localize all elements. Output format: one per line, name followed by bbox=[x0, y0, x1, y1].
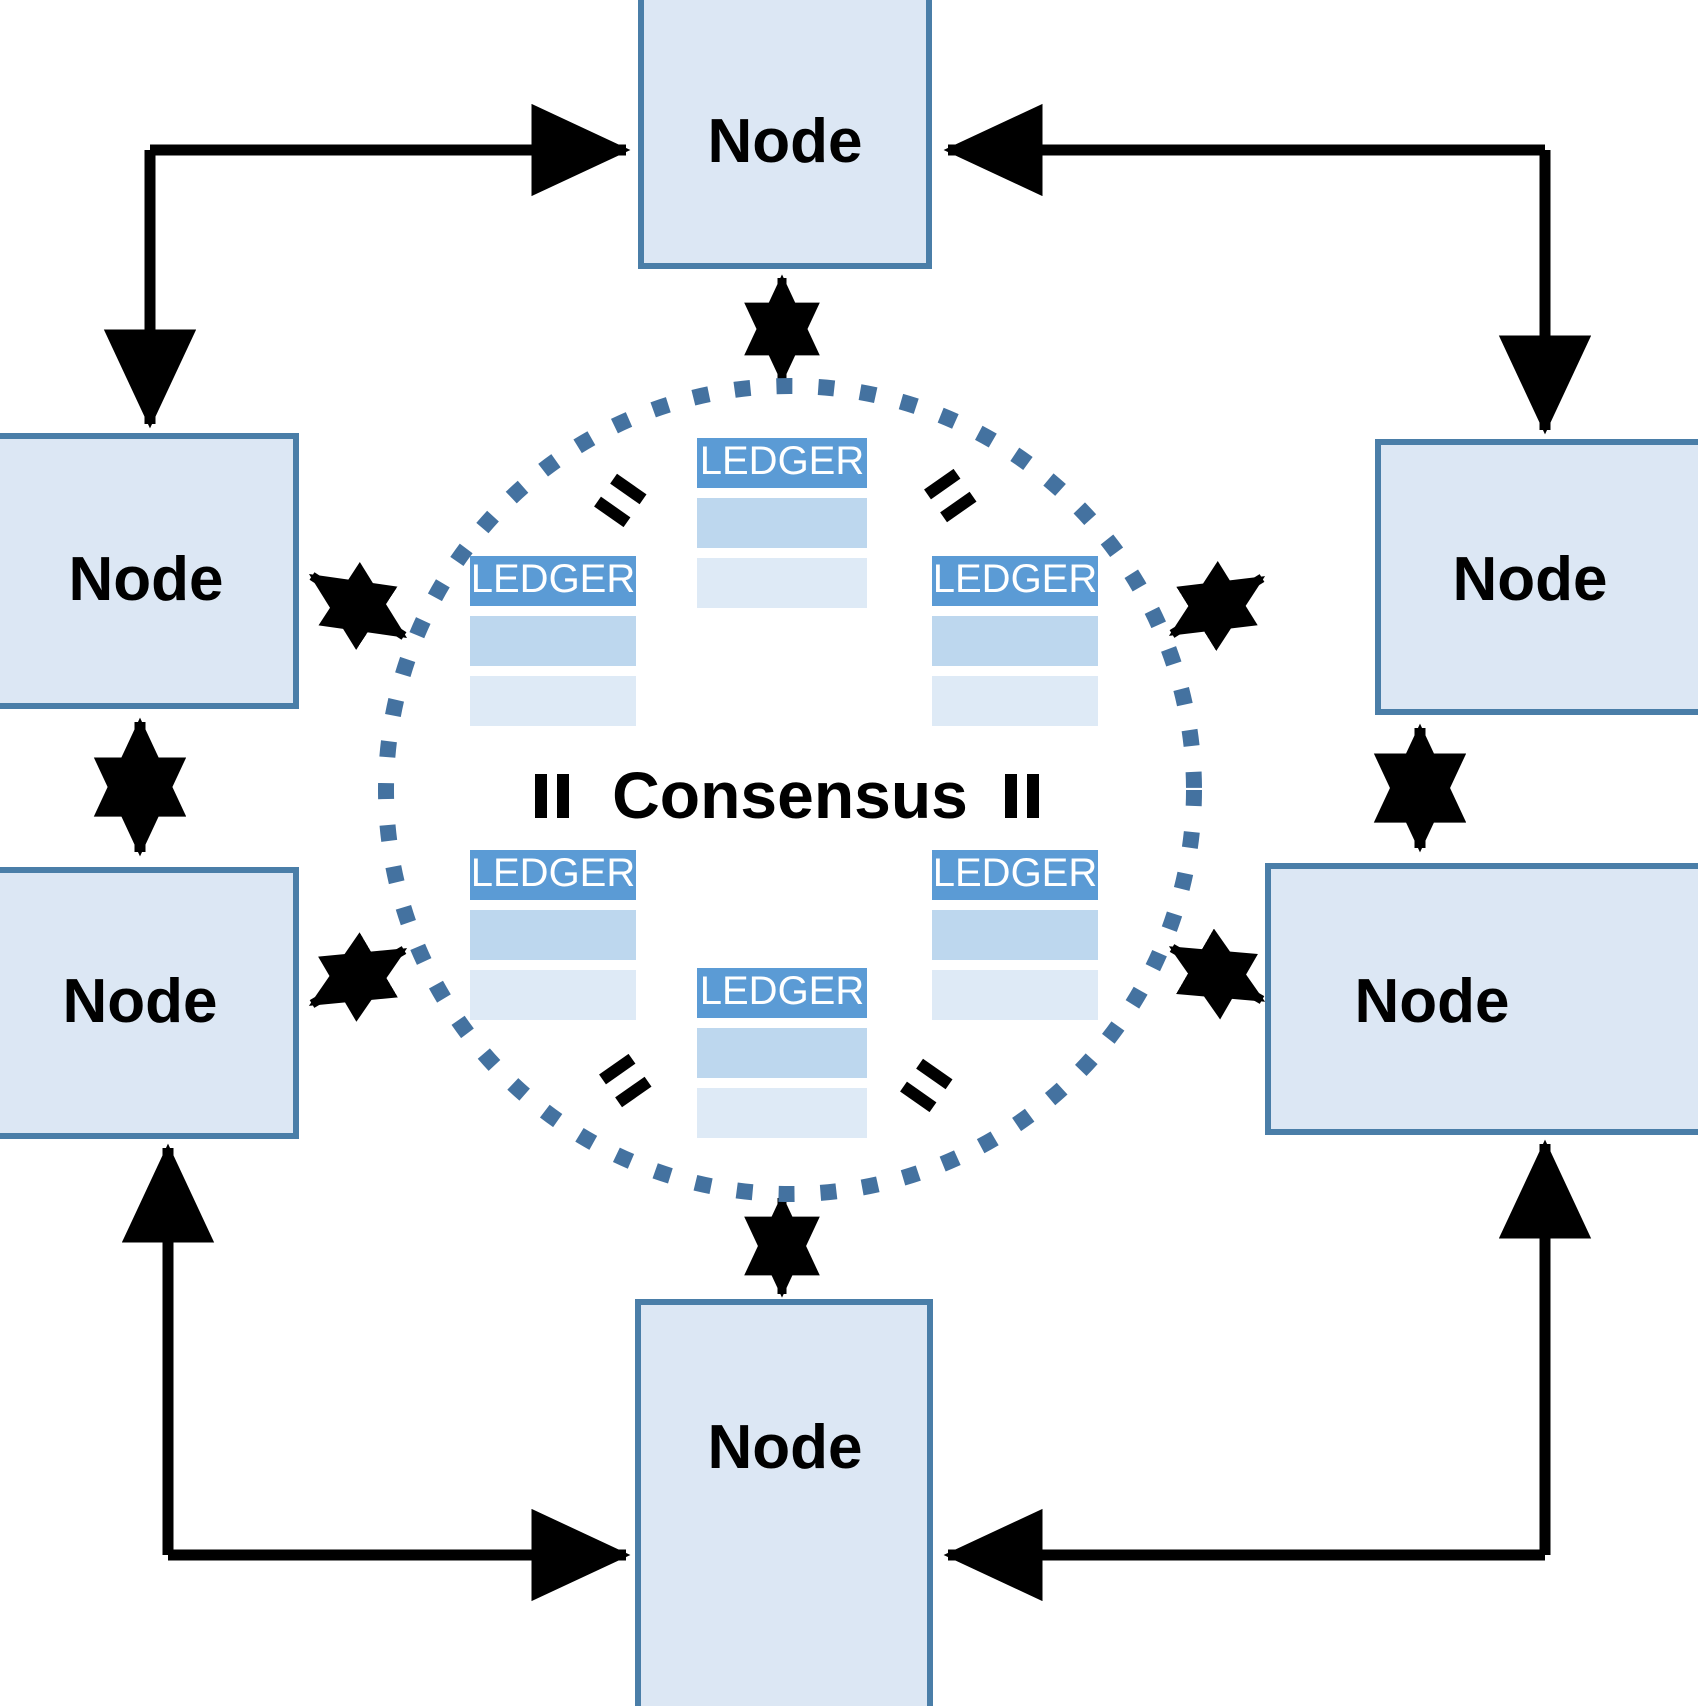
node-right-lower-label: Node bbox=[1355, 967, 1510, 1036]
equals-icon-top-left bbox=[594, 473, 647, 528]
ledger-top-row-2 bbox=[697, 558, 867, 608]
node-bottom-label: Node bbox=[708, 1413, 863, 1482]
link-right-lower-center bbox=[1168, 928, 1266, 1020]
ledger-left-upper-row-1 bbox=[470, 616, 636, 666]
ledger-left-upper-row-2 bbox=[470, 676, 636, 726]
ledger-right-upper-row-1 bbox=[932, 616, 1098, 666]
equals-icon-mid-left bbox=[535, 774, 569, 818]
link-left-upper-center bbox=[308, 562, 408, 650]
ledger-right-lower-row-2 bbox=[932, 970, 1098, 1020]
node-left-upper-label: Node bbox=[69, 545, 224, 614]
ledger-right-lower-header-bg bbox=[932, 850, 1098, 900]
consensus-circle bbox=[378, 378, 1202, 1202]
equals-icon-bottom-left bbox=[599, 1053, 652, 1108]
ledger-bottom-row-2 bbox=[697, 1088, 867, 1138]
ledger-right-lower-row-1 bbox=[932, 910, 1098, 960]
ledger-left-lower-label: LEDGER bbox=[471, 851, 636, 895]
node-left-lower-label: Node bbox=[63, 967, 218, 1036]
consensus-label: Consensus bbox=[612, 758, 968, 832]
ledger-left-lower-row-1 bbox=[470, 910, 636, 960]
ledger-left-lower[interactable]: LEDGER bbox=[470, 850, 636, 1020]
equals-icon-mid-right bbox=[1005, 774, 1039, 818]
ledger-bottom-label: LEDGER bbox=[700, 969, 865, 1013]
ledger-right-upper[interactable]: LEDGER bbox=[932, 556, 1098, 726]
ledger-bottom-row-1 bbox=[697, 1028, 867, 1078]
ledger-left-lower-row-2 bbox=[470, 970, 636, 1020]
node-top-label: Node bbox=[708, 107, 863, 176]
equals-icon-bottom-right bbox=[900, 1058, 953, 1113]
node-bottom[interactable]: Node bbox=[635, 1299, 933, 1706]
ledger-stacks: LEDGER LEDGER LEDGER LEDGER bbox=[470, 438, 1098, 1138]
node-top[interactable]: Node bbox=[638, 0, 932, 269]
link-left-lower-center bbox=[308, 932, 408, 1022]
node-left-lower[interactable]: Node bbox=[0, 867, 299, 1139]
ledger-right-upper-header-bg bbox=[932, 556, 1098, 606]
equals-marks bbox=[535, 468, 1039, 1113]
ledger-top[interactable]: LEDGER bbox=[697, 438, 867, 608]
ledger-right-upper-label: LEDGER bbox=[933, 557, 1098, 601]
ring-connectors bbox=[93, 103, 1592, 1602]
center-connectors bbox=[308, 274, 1266, 1298]
node-left-upper[interactable]: Node bbox=[0, 433, 299, 709]
ledger-right-lower[interactable]: LEDGER bbox=[932, 850, 1098, 1020]
link-right-upper-center bbox=[1168, 561, 1266, 651]
ledger-right-lower-label: LEDGER bbox=[933, 851, 1098, 895]
ledger-top-row-1 bbox=[697, 498, 867, 548]
node-right-upper[interactable]: Node bbox=[1375, 439, 1698, 715]
ledger-left-lower-header-bg bbox=[470, 850, 636, 900]
ledger-left-upper-header-bg bbox=[470, 556, 636, 606]
ledger-left-upper[interactable]: LEDGER bbox=[470, 556, 636, 726]
ledger-bottom-header-bg bbox=[697, 968, 867, 1018]
node-right-lower[interactable]: Node bbox=[1265, 863, 1698, 1135]
node-right-upper-label: Node bbox=[1453, 545, 1608, 614]
ledger-top-header-bg bbox=[697, 438, 867, 488]
ledger-right-upper-row-2 bbox=[932, 676, 1098, 726]
ledger-left-upper-label: LEDGER bbox=[471, 557, 636, 601]
equals-icon-top-right bbox=[924, 468, 977, 523]
ledger-bottom[interactable]: LEDGER bbox=[697, 968, 867, 1138]
ledger-top-label: LEDGER bbox=[700, 439, 865, 483]
